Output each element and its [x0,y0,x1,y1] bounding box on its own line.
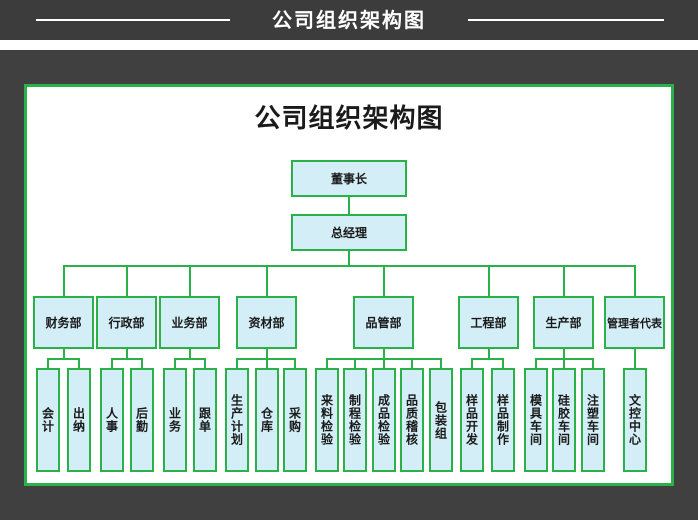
node-dept-finance: 财务部 [33,296,94,349]
node-materials-warehouse: 仓库 [255,368,279,472]
connector-admin-2 [141,358,143,369]
node-quality-audit: 品质稽核 [400,368,424,472]
connector-engineering-2 [502,358,504,369]
connector-finance-1 [47,358,49,369]
node-finance-accounting: 会计 [36,368,60,472]
connector-materials-down [266,348,268,359]
connector-business-bus [174,358,206,360]
connector-admin-bus [111,358,143,360]
connector-production-1 [535,358,537,369]
node-dept-production: 生产部 [533,296,594,349]
connector-quality-5 [440,358,442,369]
connector-quality-3 [383,358,385,369]
connector-dept-finance [63,265,65,296]
node-dept-business: 业务部 [159,296,220,349]
connector-quality-4 [411,358,413,369]
connector-dept-admin [126,265,128,296]
connector-finance-bus [47,358,80,360]
node-engineering-sample-dev: 样品开发 [460,368,484,472]
node-materials-planning: 生产计划 [225,368,249,472]
connector-engineering-bus [471,358,504,360]
connector-dept-materials [266,265,268,296]
connector-business-1 [174,358,176,369]
connector-quality-down [383,348,385,359]
diagram-title: 公司组织架构图 [254,104,444,134]
connector-production-3 [592,358,594,369]
connector-production-2 [563,358,565,369]
node-business-followup: 跟单 [193,368,217,472]
connector-rep-down [634,348,636,368]
node-general-manager: 总经理 [291,214,407,251]
node-dept-management-rep: 管理者代表 [604,296,665,349]
node-chairman: 董事长 [291,160,407,197]
connector-gm-trunk [348,250,350,266]
connector-materials-3 [294,358,296,369]
connector-engineering-down [488,348,490,359]
connector-business-2 [204,358,206,369]
connector-dept-production [563,265,565,296]
node-admin-hr: 人事 [100,368,124,472]
connector-production-down [563,348,565,359]
connector-dept-engineering [488,265,490,296]
connector-dept-bus [63,265,635,267]
node-finance-cashier: 出纳 [67,368,91,472]
node-quality-incoming: 来料检验 [315,368,339,472]
node-production-silicone: 硅胶车间 [552,368,576,472]
connector-finance-2 [78,358,80,369]
node-admin-logistics: 后勤 [130,368,154,472]
connector-finance-down [63,348,65,359]
connector-dept-business [189,265,191,296]
node-quality-final: 成品检验 [372,368,396,472]
node-dept-materials: 资材部 [236,296,297,349]
banner-left-rule [36,19,230,21]
connector-admin-down [126,348,128,359]
node-dept-engineering: 工程部 [458,296,519,349]
banner-right-rule [468,19,664,21]
node-quality-process: 制程检验 [343,368,367,472]
connector-engineering-1 [471,358,473,369]
node-materials-purchasing: 采购 [283,368,307,472]
connector-admin-1 [111,358,113,369]
connector-dept-quality [383,265,385,296]
connector-quality-2 [354,358,356,369]
node-engineering-sample-make: 样品制作 [491,368,515,472]
connector-quality-1 [326,358,328,369]
node-quality-packing: 包装组 [429,368,453,472]
banner-title: 公司组织架构图 [272,8,426,32]
connector-materials-2 [266,358,268,369]
connector-dept-rep [634,265,636,296]
connector-chairman-gm [348,196,350,215]
node-dept-quality: 品管部 [353,296,414,349]
connector-business-down [189,348,191,359]
connector-materials-1 [236,358,238,369]
node-production-injection: 注塑车间 [581,368,605,472]
header-banner: 公司组织架构图 [0,0,698,40]
node-rep-document-control: 文控中心 [623,368,647,472]
node-dept-admin: 行政部 [96,296,157,349]
node-business-sales: 业务 [163,368,187,472]
node-production-mold: 模具车间 [524,368,548,472]
